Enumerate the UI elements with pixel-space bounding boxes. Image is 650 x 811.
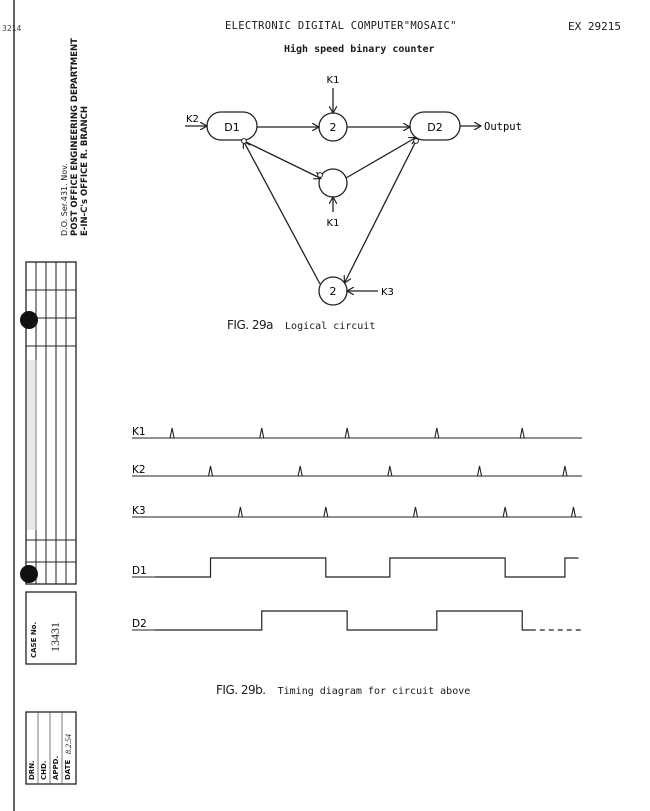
- pulse-k2: [476, 465, 483, 477]
- fig29a-label: FIG. 29a: [227, 318, 274, 332]
- bottom-to-d1-arrow: [244, 142, 321, 285]
- signal-label-k3: K3: [132, 505, 146, 517]
- d1-to-middle-arrow: [243, 140, 320, 178]
- d1-label: D1: [224, 121, 239, 134]
- bottom-counter-label: 2: [330, 285, 337, 298]
- fig29b-caption: FIG. 29b. Timing diagram for circuit abo…: [216, 683, 470, 697]
- fig29b-label: FIG. 29b.: [216, 683, 266, 697]
- pulse-k2: [297, 465, 303, 477]
- signal-label-d2: D2: [132, 618, 147, 630]
- pulse-k2: [562, 465, 568, 477]
- fig29b-caption-text: Timing diagram for circuit above: [277, 686, 471, 697]
- pulse-k1: [344, 427, 350, 439]
- pulse-k1: [434, 427, 440, 439]
- pulse-k3: [412, 506, 419, 518]
- document-title: ELECTRONIC DIGITAL COMPUTER"MOSAIC": [225, 20, 457, 32]
- signal-waveform-d2: [155, 610, 531, 631]
- document-subtitle: High speed binary counter: [284, 44, 435, 55]
- k1-top-label: K1: [327, 75, 340, 86]
- pulse-k2: [387, 465, 393, 477]
- d1-junction-dot: [241, 138, 247, 144]
- pulse-k1: [259, 427, 265, 439]
- top-counter-label: 2: [330, 121, 337, 134]
- middle-to-d2-arrow: [345, 138, 415, 179]
- margin-strip-lines: [13, 0, 77, 811]
- signal-label-d1: D1: [132, 565, 147, 577]
- signal-label-k1: K1: [132, 426, 146, 438]
- page-mark: 3214: [2, 24, 22, 33]
- d2-junction-dot: [413, 138, 419, 144]
- fig29a-caption-text: Logical circuit: [285, 321, 376, 332]
- margin-strip: D.O. Ser.431. Nov. POST OFFICE ENGINEERI…: [0, 0, 100, 811]
- k1-mid-label: K1: [327, 218, 340, 229]
- pulse-k3: [570, 506, 576, 518]
- pulse-k1: [169, 427, 175, 439]
- k3-label: K3: [381, 287, 394, 298]
- output-label: Output: [484, 121, 522, 133]
- k2-label: K2: [186, 114, 199, 125]
- pulse-k3: [237, 506, 243, 518]
- pulse-k1: [519, 427, 525, 439]
- d2-to-bottom-arrow: [345, 140, 417, 282]
- signal-label-k2: K2: [132, 464, 146, 476]
- document-reference: EX 29215: [568, 20, 621, 33]
- pulse-k2: [207, 465, 214, 477]
- middle-inhibit-dot: [317, 172, 323, 178]
- pulse-k3: [323, 506, 329, 518]
- fig29a-caption: FIG. 29a Logical circuit: [227, 318, 375, 332]
- pulse-k3: [502, 506, 508, 518]
- d2-label: D2: [427, 121, 442, 134]
- signal-waveform-d1: [155, 557, 574, 578]
